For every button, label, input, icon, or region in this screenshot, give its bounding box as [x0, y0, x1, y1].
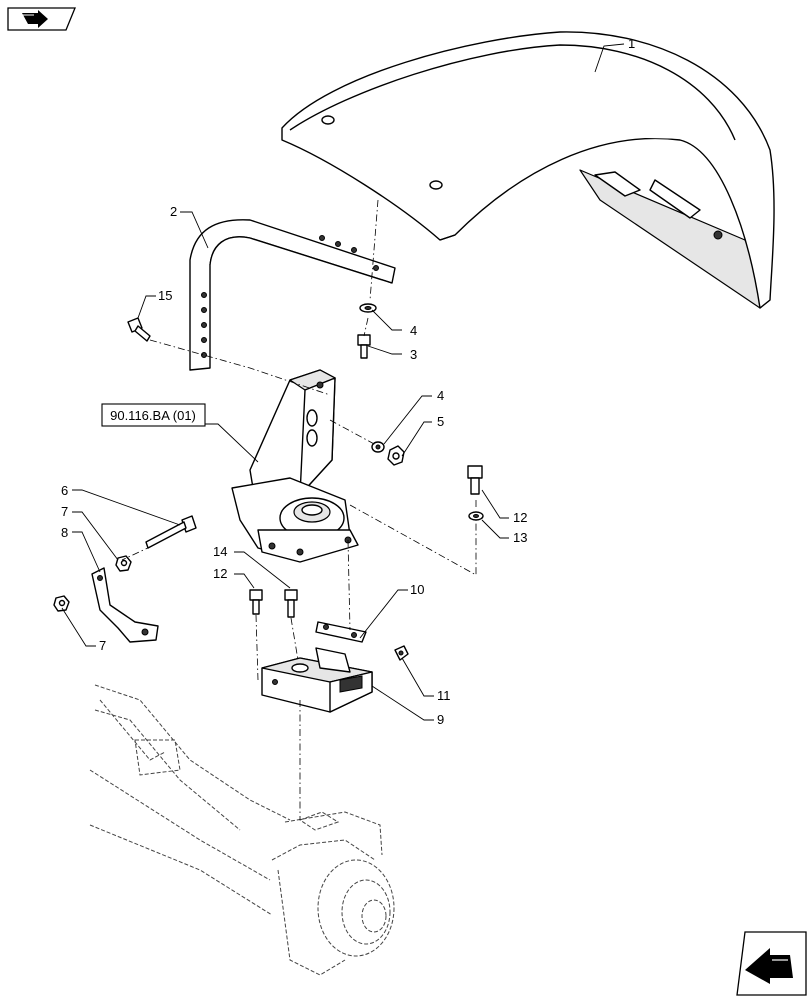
reference-link[interactable]: 90.116.BA (01): [101, 403, 206, 427]
housing-9: [261, 647, 373, 713]
leader-lines: [61, 43, 625, 721]
callout-6: 6: [61, 483, 68, 498]
callout-13: 13: [513, 530, 527, 545]
fender-bracket: [189, 219, 396, 371]
bolt-14: [284, 589, 298, 618]
bolt-12-middle: [249, 589, 263, 615]
callout-11: 11: [437, 688, 451, 703]
callout-15: 15: [158, 288, 172, 303]
callout-12-right: 12: [513, 510, 527, 525]
callout-12-middle: 12: [213, 566, 227, 581]
callout-4-upper: 4: [410, 323, 417, 338]
bolt-6: [145, 515, 197, 549]
callout-2: 2: [170, 204, 177, 219]
bracket-8: [91, 567, 159, 643]
callout-9: 9: [437, 712, 444, 727]
plate-10: [315, 621, 367, 643]
bolt-12-right: [467, 465, 483, 495]
callout-8: 8: [61, 525, 68, 540]
washer-13: [468, 511, 484, 521]
assembly-lines: [121, 199, 477, 820]
front-axle: [89, 684, 395, 976]
nut-7-lower: [53, 595, 70, 612]
callout-5: 5: [437, 414, 444, 429]
mounting-bracket: [231, 369, 359, 563]
arrow-right-icon[interactable]: [7, 7, 76, 31]
arrow-left-icon[interactable]: [736, 931, 807, 996]
callout-7-upper: 7: [61, 504, 68, 519]
nut-5: [387, 445, 405, 466]
fitting-11: [394, 645, 409, 661]
washer-upper: [359, 303, 377, 313]
nut-7-upper: [115, 555, 132, 572]
callout-14: 14: [213, 544, 227, 559]
callout-1: 1: [628, 36, 635, 51]
callout-4-lower: 4: [437, 388, 444, 403]
bolt-15: [127, 317, 151, 342]
reference-label: 90.116.BA (01): [110, 408, 196, 423]
callout-7-lower: 7: [99, 638, 106, 653]
bolt-3: [357, 334, 371, 359]
callout-labels: 1 2 3 4 4 5 6 7 7 8 9 10 11 12 12 13 14 …: [61, 36, 635, 727]
washer-lower: [371, 441, 385, 453]
fender: [281, 31, 775, 309]
callout-10: 10: [410, 582, 424, 597]
callout-3: 3: [410, 347, 417, 362]
